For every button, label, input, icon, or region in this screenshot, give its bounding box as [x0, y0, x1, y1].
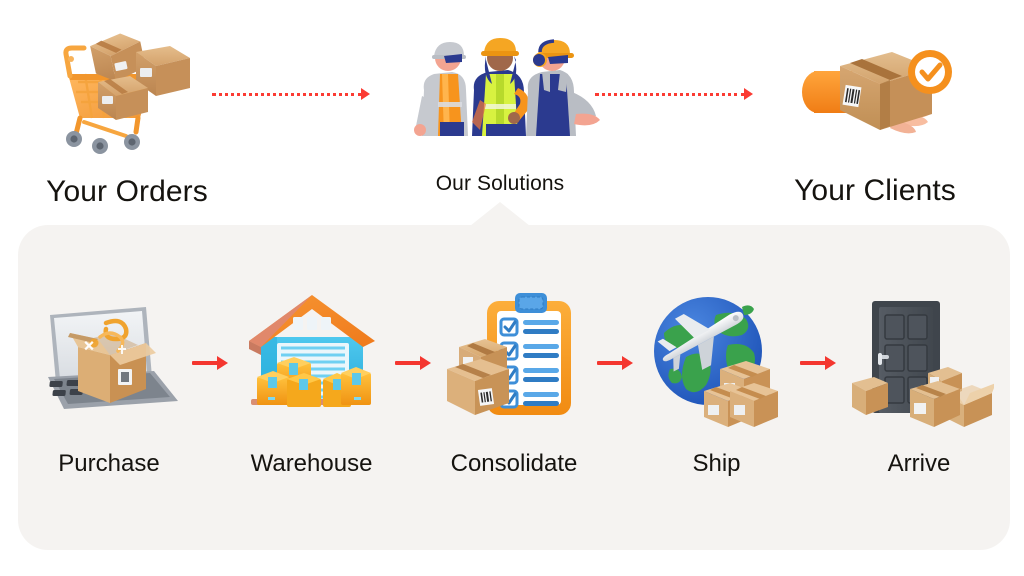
step-purchase[interactable]: Purchase [34, 285, 184, 478]
arrow-bar [597, 360, 624, 365]
arrow-bar [192, 360, 219, 365]
dotted-line [212, 92, 362, 96]
panel-pointer-notch [470, 202, 530, 226]
step-arrow-ship-to-arrive [797, 285, 839, 440]
arrowhead-icon [744, 88, 753, 100]
step-label: Ship [692, 450, 741, 477]
step-warehouse[interactable]: Warehouse [237, 285, 387, 478]
laptop-with-open-box-icon [34, 285, 184, 440]
process-steps-row: Purchase [18, 285, 1010, 535]
arrowhead-icon [361, 88, 370, 100]
warehouse-building-with-boxes-icon [237, 285, 387, 440]
arrowhead-icon [217, 355, 229, 370]
three-warehouse-workers-icon [400, 30, 600, 145]
dotted-line [595, 92, 745, 96]
top-node-label: Our Solutions [435, 172, 565, 195]
top-node-our-solutions: Our Solutions [390, 30, 610, 196]
arrow-bar [394, 360, 421, 365]
step-arrow-consolidate-to-ship [594, 285, 636, 440]
top-node-label: Your Clients [794, 174, 956, 207]
step-consolidate[interactable]: Consolidate [439, 285, 589, 478]
step-label: Arrive [887, 450, 951, 477]
globe-airplane-with-boxes-icon [642, 285, 792, 440]
arrowhead-icon [622, 355, 634, 370]
arrowhead-icon [824, 355, 836, 370]
dotted-connector-orders-to-solutions [212, 88, 370, 100]
step-ship[interactable]: Ship [642, 285, 792, 478]
arrowhead-icon [419, 355, 431, 370]
hand-holding-verified-box-icon [780, 22, 970, 154]
clipboard-checklist-with-boxes-icon [439, 285, 589, 440]
top-node-your-orders: Your Orders [12, 22, 242, 209]
step-label: Consolidate [450, 450, 578, 477]
top-node-your-clients: Your Clients [760, 22, 990, 208]
step-arrow-purchase-to-warehouse [189, 285, 231, 440]
step-label: Warehouse [250, 450, 373, 477]
arrow-bar [799, 360, 826, 365]
dotted-connector-solutions-to-clients [595, 88, 753, 100]
top-node-label: Your Orders [46, 175, 208, 208]
step-arrive[interactable]: Arrive [844, 285, 996, 478]
step-label: Purchase [58, 450, 160, 477]
shopping-cart-with-boxes-icon [40, 22, 215, 157]
step-arrow-warehouse-to-consolidate [392, 285, 434, 440]
front-door-with-delivered-boxes-icon [844, 285, 996, 440]
